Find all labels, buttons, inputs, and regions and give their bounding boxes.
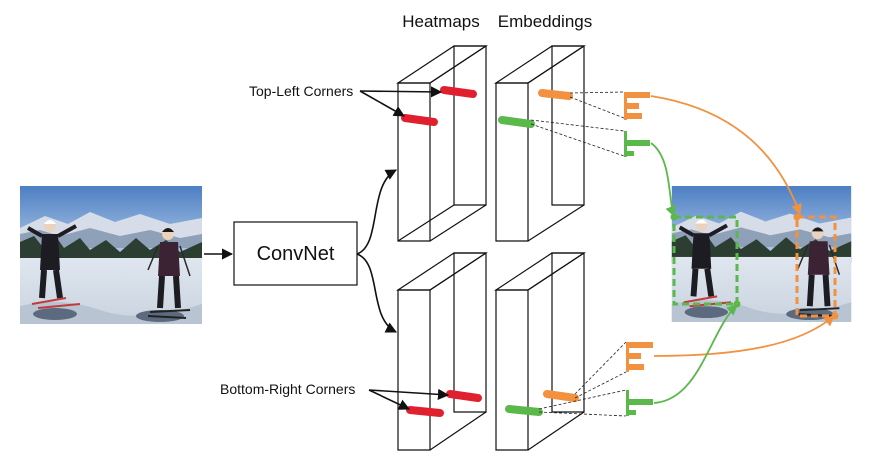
embedding-vector-green-bottom — [626, 390, 653, 416]
heatmap-bottom — [396, 252, 488, 451]
match-curve-orange-bottom — [653, 315, 835, 357]
projection-lines-top — [530, 91, 625, 157]
arrow-tl-1 — [359, 86, 443, 98]
output-image — [672, 186, 851, 322]
projection-lines-bottom — [538, 341, 627, 417]
match-curve-orange-top — [650, 95, 802, 216]
input-image — [20, 186, 202, 324]
top-left-corner-marks — [401, 86, 477, 126]
embed-green-top — [498, 116, 535, 128]
arrow-br-1 — [368, 388, 450, 400]
embedding-top — [494, 45, 586, 242]
corner-dot-green-tl — [670, 213, 678, 221]
corner-dot-green-br — [733, 300, 741, 308]
match-curve-green-bottom — [653, 304, 738, 404]
convnet-box: ConvNet — [233, 221, 358, 286]
heat-mark-tl-2 — [401, 114, 438, 126]
heat-mark-tl-1 — [440, 86, 477, 98]
embed-orange-top — [538, 89, 573, 100]
embedding-vector-green-top — [624, 131, 650, 157]
match-curve-green-top — [650, 142, 676, 218]
corner-dot-orange-tl — [793, 213, 801, 221]
bbox-green — [672, 215, 739, 306]
embed-green-bottom — [505, 405, 543, 416]
bbox-orange — [795, 215, 837, 318]
arrow-tl-2 — [359, 90, 405, 117]
convnet-label: ConvNet — [257, 243, 335, 265]
bottom-right-corner-marks — [406, 390, 482, 417]
embed-orange-bottom — [543, 390, 579, 402]
embeddings-label: Embeddings — [498, 12, 593, 31]
heat-mark-br-2 — [406, 406, 444, 417]
bottom-right-corners-label: Bottom-Right Corners — [220, 381, 355, 397]
embedding-vector-orange-bottom — [626, 342, 653, 372]
embedding-bottom — [494, 252, 586, 451]
arrow-convnet-top — [356, 169, 397, 255]
corner-dot-orange-br — [831, 312, 839, 320]
arrow-br-2 — [368, 389, 411, 410]
embedding-vector-orange-top — [624, 92, 650, 120]
heat-mark-br-1 — [446, 390, 482, 402]
heatmap-top — [396, 45, 488, 242]
heatmaps-label: Heatmaps — [402, 12, 479, 31]
arrow-convnet-bottom — [356, 253, 398, 333]
top-left-corners-label: Top-Left Corners — [249, 83, 353, 99]
